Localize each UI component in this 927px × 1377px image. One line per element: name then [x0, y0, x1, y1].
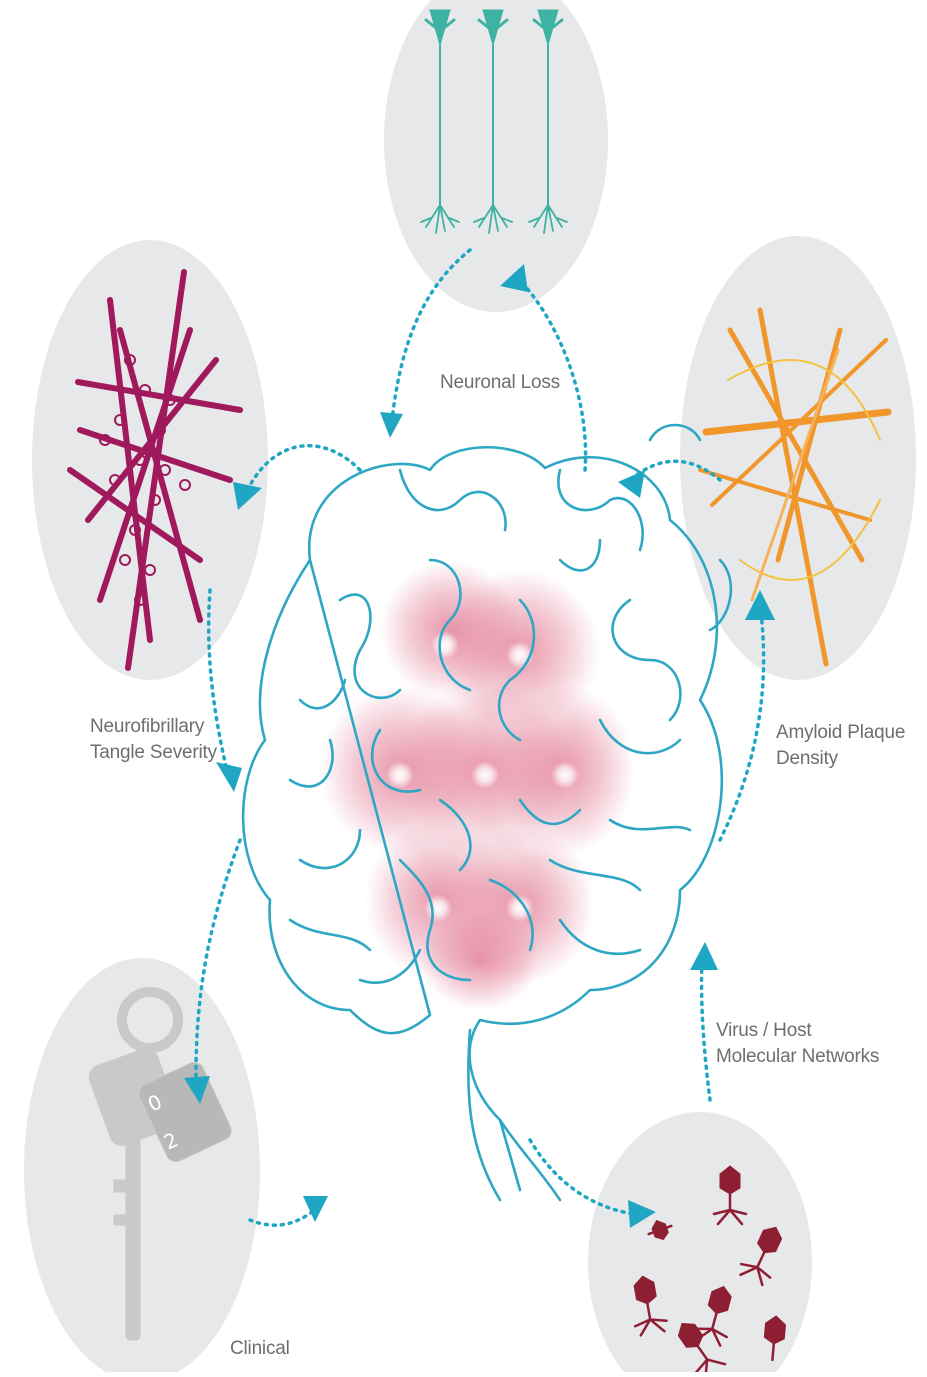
clinical-label: Clinical — [230, 1336, 290, 1362]
arrow-virus-to-brain — [702, 960, 710, 1100]
arrow-clinical-to-brain — [250, 1210, 315, 1225]
virus-label-line1: Virus / Host — [716, 1018, 879, 1044]
tangle-label-line2: Tangle Severity — [90, 740, 217, 766]
virus-label: Virus / Host Molecular Networks — [716, 1018, 879, 1070]
brain-activity-glow — [320, 560, 635, 1010]
amyloid-label-line1: Amyloid Plaque — [776, 720, 905, 746]
tangle-circle — [32, 240, 268, 680]
clinical-circle — [24, 958, 260, 1372]
amyloid-label: Amyloid Plaque Density — [776, 720, 905, 772]
tangle-label-line1: Neurofibrillary — [90, 714, 217, 740]
neuronal-loss-circle — [384, 0, 608, 312]
neuronal-loss-label: Neuronal Loss — [440, 370, 560, 396]
clinical-label-text: Clinical — [230, 1336, 290, 1362]
virus-label-line2: Molecular Networks — [716, 1044, 879, 1070]
neuronal-loss-label-text: Neuronal Loss — [440, 370, 560, 396]
amyloid-label-line2: Density — [776, 746, 905, 772]
tangle-label: Neurofibrillary Tangle Severity — [90, 714, 217, 766]
